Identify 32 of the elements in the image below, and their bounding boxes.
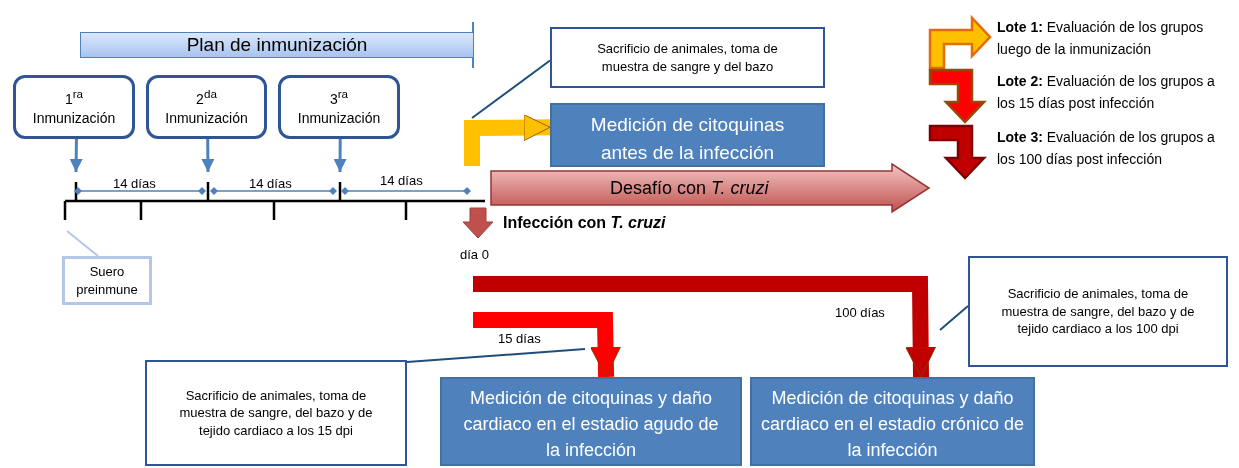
leader-line: [406, 348, 586, 364]
process-box: Sacrificio de animales, toma de muestra de sangre, del bazo y de tejido cardiaco a los 100 dpi: [968, 256, 1228, 367]
legend-text: Lote 3: Evaluación de los grupos a los 100 días post infección: [997, 128, 1216, 170]
process-box: Medición de citoquinas y daño cardiaco en el estadio agudo de la infección: [440, 377, 742, 466]
duration-label: 14 días: [113, 176, 156, 191]
process-box: Medición de citoquinas y daño cardiaco en el estadio crónico de la infección: [750, 377, 1035, 466]
legend-text: Lote 2: Evaluación de los grupos a los 15 días post infección: [997, 72, 1216, 114]
duration-label: 14 días: [380, 173, 423, 188]
leader-line: [939, 304, 969, 331]
process-box: 2$^{da}$ Inmunización: [146, 75, 267, 139]
process-box: Sacrificio de animales, toma de muestra de sangre, del bazo y de tejido cardiaco a los 15 dpi: [145, 360, 407, 466]
plan-band: Plan de inmunización: [80, 32, 473, 58]
event-label: Infección con T. cruzi: [503, 214, 666, 232]
process-box: 3$^{ra}$ Inmunización: [278, 75, 400, 139]
edge-label: 15 días: [498, 331, 541, 346]
challenge-arrow: Desafío con T. cruzi: [490, 163, 930, 213]
leader-line: [471, 59, 551, 119]
arrow: [333, 139, 347, 172]
bent-arrow: [464, 114, 551, 166]
process-box: Sacrificio de animales, toma de muestra de sangre y del bazo: [550, 27, 825, 88]
edge-label: 100 días: [835, 305, 885, 320]
leader-line: [66, 230, 99, 257]
process-box: 1$^{ra}$ Inmunización: [13, 75, 135, 139]
duration-label: 14 días: [249, 176, 292, 191]
process-box: Medición de citoquinas antes de la infección: [550, 103, 825, 167]
legend-text: Lote 1: Evaluación de los grupos luego de la inmunización: [997, 18, 1205, 60]
day-label: día 0: [460, 247, 489, 262]
bent-arrow: [473, 276, 937, 378]
arrow: [69, 138, 83, 173]
process-box: Suero preinmune: [62, 256, 152, 305]
arrow: [201, 139, 215, 172]
bent-arrow: [473, 312, 621, 378]
